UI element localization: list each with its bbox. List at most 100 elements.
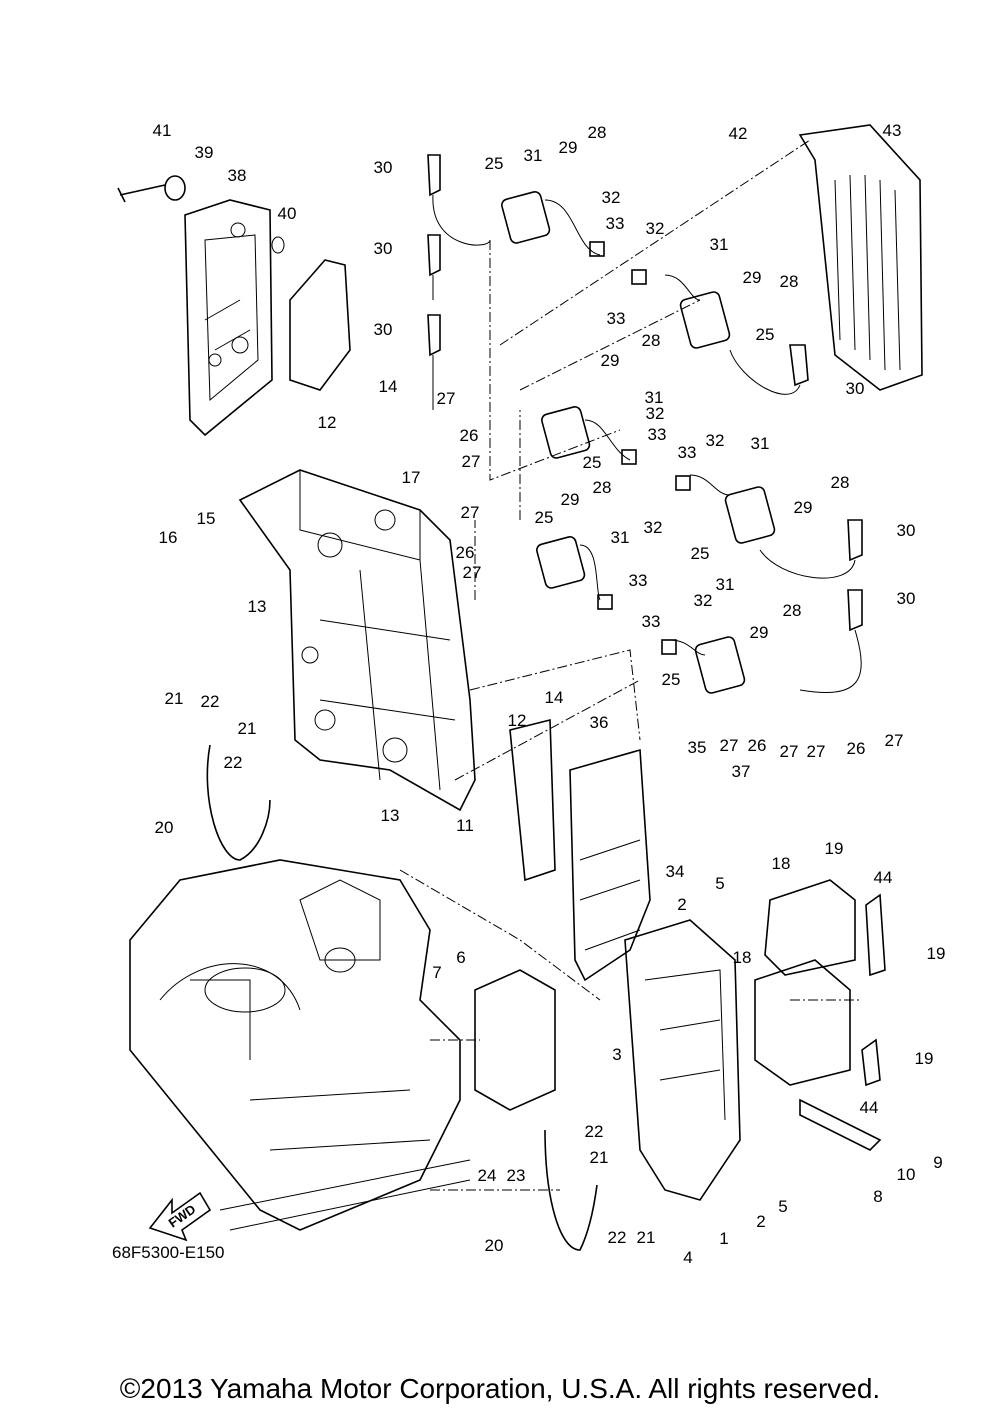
main-bracket [238,469,476,812]
callout-31: 31 [751,434,770,453]
callout-27: 27 [461,503,480,522]
callout-27: 27 [780,742,799,761]
callout-14: 14 [545,688,564,707]
callout-8: 8 [873,1187,882,1206]
bracket-plate [184,199,273,437]
callout-36: 36 [590,713,609,732]
callout-30: 30 [897,589,916,608]
callout-24: 24 [478,1166,497,1185]
cover [798,124,923,391]
callout-31: 31 [645,388,664,407]
engine-block [129,859,471,1231]
callout-12: 12 [318,413,337,432]
callout-33: 33 [648,425,667,444]
callout-31: 31 [524,146,543,165]
callout-19: 19 [825,839,844,858]
callout-26: 26 [456,543,475,562]
callout-25: 25 [583,453,602,472]
callout-2: 2 [756,1212,765,1231]
callout-33: 33 [606,214,625,233]
grommet-39 [164,175,186,201]
callout-19: 19 [915,1049,934,1068]
callout-25: 25 [691,544,710,563]
callout-22: 22 [585,1122,604,1141]
callout-5: 5 [715,874,724,893]
callout-32: 32 [646,219,665,238]
callout-27: 27 [462,452,481,471]
callout-15: 15 [197,509,216,528]
callout-29: 29 [750,623,769,642]
callout-13: 13 [248,597,267,616]
callout-11: 11 [456,816,474,835]
callout-29: 29 [743,268,762,287]
callout-43: 43 [883,121,902,140]
callout-18: 18 [733,948,752,967]
callout-32: 32 [644,518,663,537]
callout-29: 29 [601,351,620,370]
callout-3: 3 [612,1045,621,1064]
callout-30: 30 [374,158,393,177]
callout-16: 16 [159,528,178,547]
callout-22: 22 [201,692,220,711]
callout-28: 28 [831,473,850,492]
copyright-notice: ©2013 Yamaha Motor Corporation, U.S.A. A… [119,1373,881,1404]
plug-caps [427,154,863,693]
callout-22: 22 [608,1228,627,1247]
callout-26: 26 [847,739,866,758]
callout-33: 33 [678,443,697,462]
callout-38: 38 [228,166,247,185]
callout-28: 28 [780,272,799,291]
callout-25: 25 [485,154,504,173]
callout-17: 17 [402,468,421,487]
callout-10: 10 [897,1165,916,1184]
callout-44: 44 [874,868,893,887]
callout-29: 29 [794,498,813,517]
callout-28: 28 [588,123,607,142]
callout-21: 21 [238,719,257,738]
callout-23: 23 [507,1166,526,1185]
callout-42: 42 [729,124,748,143]
callout-19: 19 [927,944,946,963]
callout-29: 29 [559,138,578,157]
callout-37: 37 [732,762,751,781]
callout-35: 35 [688,738,707,757]
callout-31: 31 [611,528,630,547]
callout-5: 5 [778,1197,787,1216]
callout-32: 32 [646,404,665,423]
ecu-bracket [474,718,886,1201]
callout-20: 20 [485,1236,504,1255]
callout-25: 25 [756,325,775,344]
callout-33: 33 [629,571,648,590]
ground-leads [206,744,598,1251]
callout-20: 20 [155,818,174,837]
callout-12: 12 [508,711,527,730]
bracket-40 [271,236,351,391]
callout-27: 27 [720,736,739,755]
callout-41: 41 [153,121,172,140]
fwd-arrow-icon: FWD [148,1191,212,1242]
callout-34: 34 [666,862,685,881]
callout-44: 44 [860,1098,879,1117]
callout-27: 27 [437,389,456,408]
callout-33: 33 [642,612,661,631]
callout-2: 2 [677,895,686,914]
callout-27: 27 [807,742,826,761]
callout-27: 27 [885,731,904,750]
callout-22: 22 [224,753,243,772]
fwd-label: FWD [166,1201,199,1230]
callout-27: 27 [463,563,482,582]
callout-26: 26 [460,426,479,445]
callout-29: 29 [561,490,580,509]
callout-4: 4 [683,1248,692,1267]
callout-6: 6 [456,948,465,967]
callout-28: 28 [783,601,802,620]
ignition-coils [501,191,776,694]
callout-32: 32 [706,431,725,450]
callout-14: 14 [379,377,398,396]
callout-39: 39 [195,143,214,162]
leader-lines [399,139,860,1191]
callout-21: 21 [590,1148,609,1167]
callout-40: 40 [278,204,297,223]
